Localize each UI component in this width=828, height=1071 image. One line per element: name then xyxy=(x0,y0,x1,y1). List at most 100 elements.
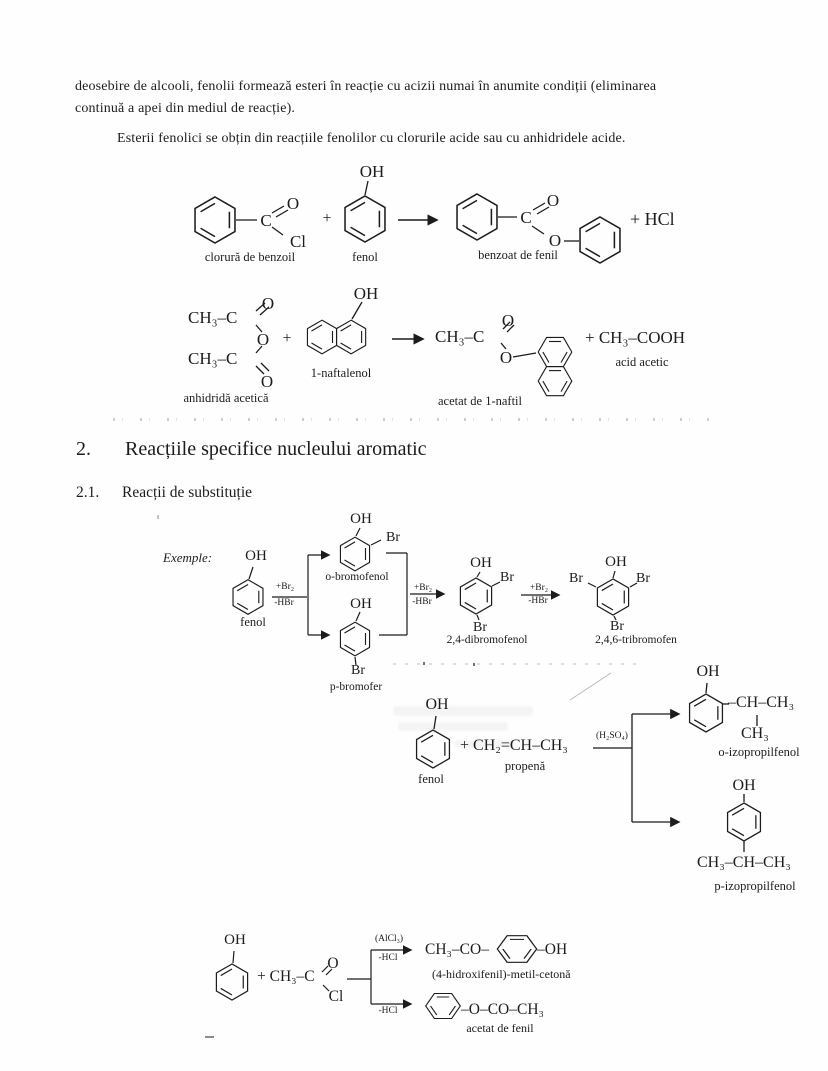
atom-label-oxygen: O xyxy=(256,330,270,349)
formula-fragment: –CH–CH₃ xyxy=(728,694,795,711)
compound-name: (4-hidroxifenil)-metil-cetonă xyxy=(432,967,571,981)
compound-name: anhidridă acetică xyxy=(183,391,269,405)
phenyl-acetate-ring xyxy=(425,992,461,1020)
paragraph-line: continuă a apei din mediul de reacție). xyxy=(75,101,296,116)
hydroxyl-label: OH xyxy=(425,696,449,713)
section-number: 2. xyxy=(76,438,91,460)
compound-name: 1-naftalenol xyxy=(310,366,372,380)
bromine-label: Br xyxy=(500,570,514,585)
byproduct-formula: + CH₃–COOH xyxy=(585,328,686,347)
hydroxyl-label: OH xyxy=(359,162,385,181)
tribromophenol-structure xyxy=(587,570,638,621)
hydroxyl-label: OH xyxy=(470,555,492,571)
section-title: Reacțiile specifice nucleului aromatic xyxy=(125,438,427,460)
alkylation-branch xyxy=(593,708,681,828)
hydroxyl-label: OH xyxy=(224,932,246,948)
bromination-branch-open xyxy=(307,550,331,640)
atom-label-chlorine: Cl xyxy=(289,232,307,251)
hydroxyl-label: OH xyxy=(605,554,627,570)
phenol-structure-alkylation xyxy=(415,715,451,769)
formula-fragment: CH₃–C xyxy=(188,308,238,327)
scan-artifact-cutoff-text xyxy=(113,418,711,421)
scan-artifact-mark xyxy=(205,1036,214,1038)
subsection-title: Reacții de substituție xyxy=(122,484,253,501)
atom-label-oxygen: O xyxy=(501,311,515,330)
hydroxyl-label: OH xyxy=(353,284,379,303)
acetic-anhydride-structure xyxy=(255,302,270,375)
reactant-formula: + CH₂=CH–CH₃ xyxy=(460,737,568,754)
phenol-structure-bromination xyxy=(232,566,264,615)
reactant-formula: + CH₃–C xyxy=(257,968,315,985)
reaction-condition: +Br₂ xyxy=(529,583,549,593)
atom-label-oxygen: O xyxy=(546,191,560,210)
bromination-bracket-close xyxy=(379,552,408,636)
compound-name: fenol xyxy=(352,250,378,264)
plus-sign: + xyxy=(322,210,332,227)
reaction-condition: -HBr xyxy=(528,596,548,606)
product-formula: CH₃–CO– xyxy=(425,941,489,958)
byproduct-formula: + HCl xyxy=(630,209,675,229)
compound-name: 2,4-dibromofenol xyxy=(446,634,528,646)
bromine-label: Br xyxy=(386,530,400,545)
reaction-condition: (AlCl₃) xyxy=(374,934,404,944)
scan-artifact-dot xyxy=(423,662,425,665)
paragraph-line: Esterii fenolici se obțin din reacțiile … xyxy=(117,131,626,146)
dibromophenol-structure xyxy=(459,571,501,621)
atom-label-oxygen: O xyxy=(260,372,274,391)
plus-sign: + xyxy=(282,330,292,347)
atom-label-oxygen: O xyxy=(327,955,339,972)
formula-fragment: CH₃–C xyxy=(435,327,485,346)
hydroxyl-label: OH xyxy=(732,777,756,794)
phenyl-benzoate-structure xyxy=(456,193,621,264)
atom-label-oxygen: O xyxy=(499,348,513,367)
reaction-condition: +Br₂ xyxy=(413,583,433,593)
atom-label-carbon: C xyxy=(260,211,272,230)
hydroxyl-label: OH xyxy=(350,511,372,527)
reaction-condition: +Br₂ xyxy=(275,582,295,592)
bromine-label: Br xyxy=(473,620,487,635)
acetyl-chloride-bonds xyxy=(321,965,333,992)
atom-label-carbon: C xyxy=(520,208,532,227)
benzoyl-chloride-structure xyxy=(194,196,289,244)
compound-name: p-izopropilfenol xyxy=(714,879,796,893)
atom-label-oxygen: O xyxy=(261,294,275,313)
compound-name: acetat de 1-naftil xyxy=(438,394,522,408)
compound-name: fenol xyxy=(240,615,266,629)
formula-fragment: CH₃–CH–CH₃ xyxy=(697,854,791,871)
atom-label-chlorine: Cl xyxy=(328,988,344,1005)
scan-artifact-diagonal xyxy=(569,672,612,701)
phenol-structure-acylation xyxy=(215,950,249,1001)
compound-name: propenă xyxy=(504,759,546,773)
compound-name: fenol xyxy=(418,772,444,786)
atom-label-oxygen: O xyxy=(286,194,300,213)
hydroxyl-label: OH xyxy=(245,548,267,564)
compound-name: acetat de fenil xyxy=(466,1021,534,1035)
p-isopropylphenol-structure xyxy=(726,794,762,852)
paragraph-line: deosebire de alcooli, fenolii formează e… xyxy=(75,79,657,94)
scan-artifact-ghost xyxy=(393,706,533,716)
scan-artifact-faint-row xyxy=(393,663,638,665)
bromine-label: Br xyxy=(636,571,650,586)
hydroxyphenyl-ring xyxy=(496,935,538,963)
hydroxyl-label: OH xyxy=(350,596,372,612)
hydroxyl-label: OH xyxy=(696,663,720,680)
product-formula: –OH xyxy=(537,941,568,958)
scan-artifact-ghost xyxy=(398,722,508,731)
acylation-branch xyxy=(347,945,413,1009)
compound-name: benzoat de fenil xyxy=(478,248,558,262)
compound-name: o-bromofenol xyxy=(325,571,389,583)
p-bromophenol-structure xyxy=(339,611,371,666)
phenol-structure-rx1 xyxy=(344,180,386,243)
bromine-label: Br xyxy=(610,619,624,634)
reaction-condition: -HBr xyxy=(274,598,294,608)
o-isopropylphenol-structure xyxy=(688,682,758,733)
scan-artifact-ghost xyxy=(455,740,515,748)
reaction-condition: -HBr xyxy=(412,597,432,607)
scan-artifact-mark xyxy=(157,515,159,519)
subsection-number: 2.1. xyxy=(76,484,100,501)
bromine-label: Br xyxy=(569,571,583,586)
scan-artifact-dot xyxy=(473,663,475,666)
compound-name: acid acetic xyxy=(615,355,669,369)
